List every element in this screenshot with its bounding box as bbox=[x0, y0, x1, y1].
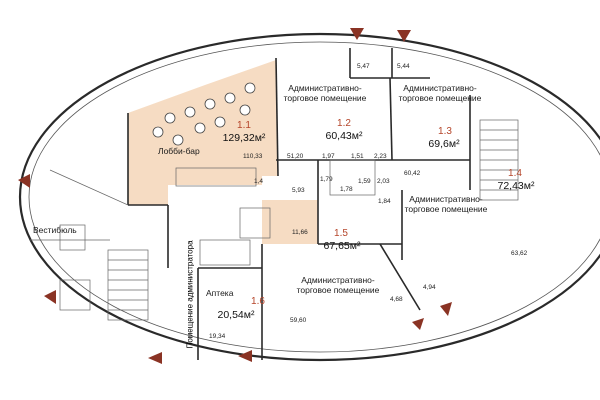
inner-wall-line bbox=[28, 41, 600, 353]
room-1-1-name[interactable]: Лобби-бар bbox=[158, 146, 200, 156]
dim-4-68: 4,68 bbox=[390, 296, 403, 303]
dim-4-94: 4,94 bbox=[423, 284, 436, 291]
room-1-5-number: 1.5 bbox=[334, 228, 348, 239]
room-1-6-area: 20,54м² bbox=[217, 309, 255, 321]
room-1-2-name[interactable]: Административно-торговое помещение bbox=[283, 83, 367, 103]
dim-1-59: 1,59 bbox=[358, 178, 371, 185]
lobby-tables bbox=[152, 82, 256, 146]
room-1-2-area: 60,43м² bbox=[325, 130, 363, 142]
lobby-annex-highlight bbox=[262, 200, 318, 244]
room-1-1-number: 1.1 bbox=[237, 120, 251, 131]
outer-wall bbox=[18, 32, 600, 362]
room-1-3-name[interactable]: Административно-торговое помещение bbox=[398, 83, 482, 103]
lobby-bar-highlight[interactable] bbox=[128, 60, 278, 205]
dim-1-84: 1,84 bbox=[378, 198, 391, 205]
dim-1-97: 1,97 bbox=[322, 153, 335, 160]
partition-walls bbox=[127, 48, 471, 360]
dim-59-60: 59,60 bbox=[290, 317, 307, 324]
dim-5-44: 5,44 bbox=[397, 63, 410, 70]
dim-1-4: 1,4 bbox=[254, 178, 264, 185]
dim-2-23: 2,23 bbox=[374, 153, 387, 160]
room-1-4-name[interactable]: Административно-торговое помещение bbox=[404, 194, 488, 214]
dim-1-51: 1,51 bbox=[351, 153, 364, 160]
room-1-4-area: 72,43м² bbox=[497, 180, 535, 192]
vestibule-label[interactable]: Вестибюль bbox=[33, 225, 77, 235]
entrance-markers bbox=[18, 28, 452, 364]
dim-2-03: 2,03 bbox=[377, 178, 390, 185]
dim-19-34: 19,34 bbox=[209, 333, 226, 340]
dim-5-93: 5,93 bbox=[292, 187, 305, 194]
admin-room-label[interactable]: Помещение администратора bbox=[185, 240, 195, 349]
dim-1-79: 1,79 bbox=[320, 176, 333, 183]
room-1-6-number: 1.6 bbox=[251, 296, 265, 307]
dim-60-42: 60,42 bbox=[404, 170, 421, 177]
dim-51-20: 51,20 bbox=[287, 153, 304, 160]
interior-details bbox=[30, 119, 519, 321]
room-1-4-number: 1.4 bbox=[508, 168, 522, 179]
room-1-5-area: 67,65м² bbox=[323, 240, 361, 252]
dim-1-78: 1,78 bbox=[340, 186, 353, 193]
room-1-3-area: 69,6м² bbox=[428, 138, 460, 150]
room-1-1-area: 129,32м² bbox=[222, 132, 266, 144]
room-1-6-name[interactable]: Аптека bbox=[206, 288, 234, 298]
room-1-5-name[interactable]: Административно-торговое помещение bbox=[296, 275, 380, 295]
dim-5-47: 5,47 bbox=[357, 63, 370, 70]
dim-110-33: 110,33 bbox=[243, 153, 263, 160]
dim-63-62: 63,62 bbox=[511, 250, 528, 257]
room-1-3-number: 1.3 bbox=[438, 126, 452, 137]
dim-11-66: 11,66 bbox=[292, 229, 308, 236]
room-1-2-number: 1.2 bbox=[337, 118, 351, 129]
